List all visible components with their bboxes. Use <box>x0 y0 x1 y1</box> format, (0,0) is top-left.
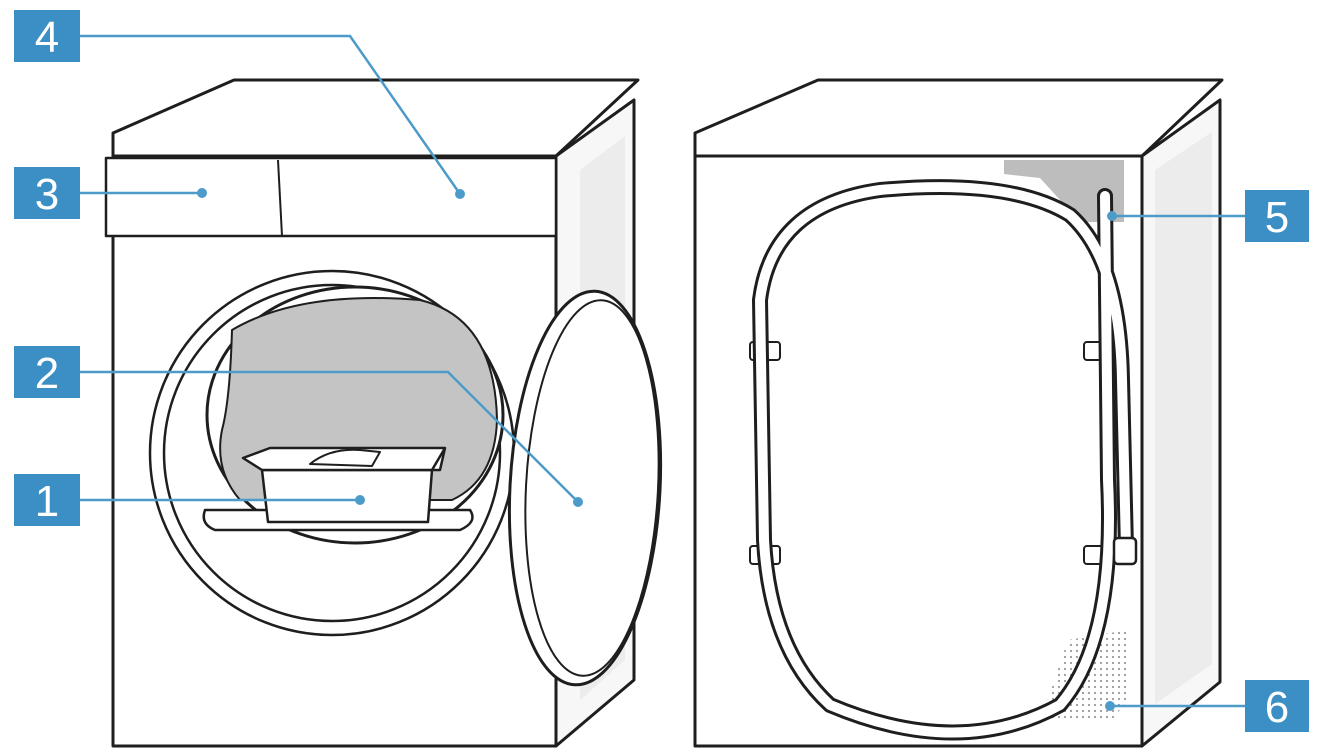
callout-4: 4 <box>14 10 80 62</box>
front-dryer-top <box>111 78 640 158</box>
callout-2: 2 <box>14 346 80 398</box>
callout-3-label: 3 <box>35 170 59 219</box>
leader-lines <box>80 34 1245 708</box>
callout-5: 5 <box>1245 190 1309 242</box>
callout-2-label: 2 <box>35 349 59 398</box>
leader-line-2 <box>80 370 579 503</box>
fluff-filter <box>241 446 447 524</box>
callout-1-label: 1 <box>35 477 59 526</box>
leader-line-4 <box>80 34 462 195</box>
callout-6: 6 <box>1245 680 1309 732</box>
front-dryer <box>104 78 663 748</box>
callout-4-label: 4 <box>35 13 59 62</box>
callout-6-label: 6 <box>1265 683 1289 732</box>
water-outlet-area <box>1004 160 1124 222</box>
control-panel <box>104 156 558 238</box>
callout-1: 1 <box>14 474 80 526</box>
back-dryer-top <box>693 78 1224 158</box>
drain-hose <box>752 179 1138 741</box>
leader-dots <box>197 188 1117 711</box>
callout-5-label: 5 <box>1265 193 1289 242</box>
back-dryer <box>693 78 1224 748</box>
callout-3: 3 <box>14 167 80 219</box>
door <box>507 289 663 687</box>
